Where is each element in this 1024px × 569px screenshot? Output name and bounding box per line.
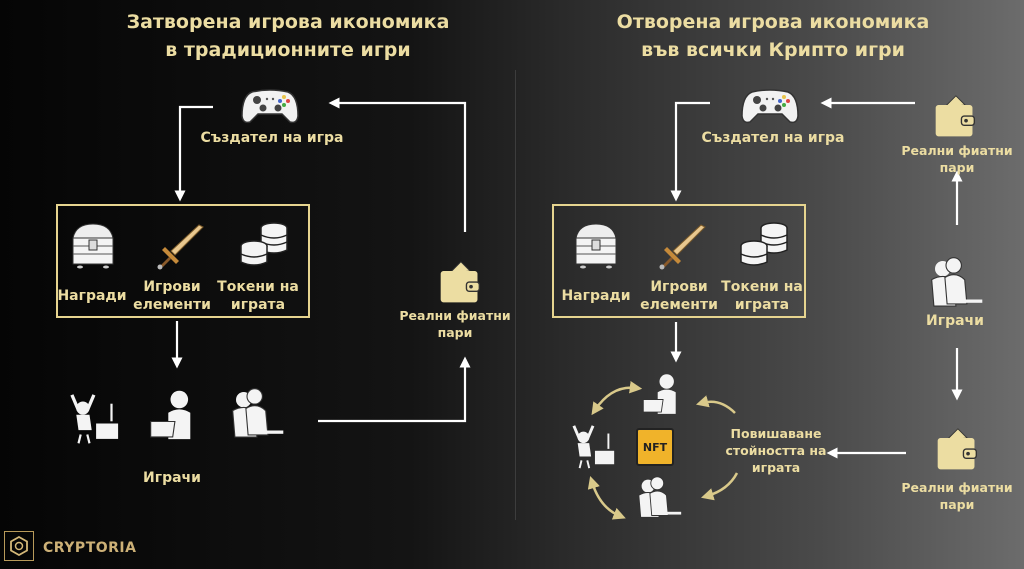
cycle-arrow-top-left	[591, 381, 643, 416]
cryptoria-logo-icon	[4, 531, 34, 561]
cycle-arrow-value-top	[695, 395, 736, 414]
game-controller-icon	[240, 86, 300, 126]
label-line: стойността на	[725, 443, 827, 458]
label-line: Реални фиатни	[901, 480, 1013, 495]
left-item-rewards: Награди	[57, 288, 127, 304]
treasure-chest-icon	[571, 220, 621, 270]
right-title: Отворена игрова икономика във всички Кри…	[553, 8, 993, 64]
left-item-game-elements: Игрови елементи	[133, 278, 211, 314]
coins-icon	[240, 220, 290, 270]
cryptoria-logo-text: CRYPTORIA	[43, 540, 137, 556]
left-title-line2: в традиционните игри	[165, 39, 411, 61]
label-line: елементи	[640, 297, 718, 313]
label-line: Игрови	[650, 279, 708, 295]
cycle-arrow-value-bottom	[700, 472, 739, 501]
label-line: Реални фиатни	[399, 308, 511, 323]
sword-icon	[155, 221, 205, 271]
left-items-box	[56, 204, 310, 318]
value-increase-label: Повишаване стойността на играта	[726, 425, 827, 476]
right-title-line2: във всички Крипто игри	[641, 39, 905, 61]
label-line: Токени на	[217, 279, 299, 295]
wallet-icon	[437, 260, 483, 306]
label-line: играта	[734, 297, 790, 313]
left-title: Затворена игрова икономика в традиционни…	[68, 8, 508, 64]
player-laptop-icon	[149, 389, 204, 444]
right-item-rewards: Награди	[561, 288, 631, 304]
left-creator-label: Създател на игра	[200, 130, 344, 146]
label-line: пари	[939, 497, 975, 512]
right-item-tokens: Токени на играта	[721, 278, 803, 314]
sword-icon	[657, 221, 707, 271]
label-line: пари	[437, 325, 473, 340]
wallet-icon	[932, 94, 978, 140]
wallet-icon	[934, 427, 980, 473]
right-players-label: Играчи	[926, 313, 984, 329]
label-line: Игрови	[143, 279, 201, 295]
right-fiat-top-label: Реални фиатни пари	[901, 142, 1012, 176]
nft-marketplace-icon: NFT	[636, 428, 674, 466]
stressed-player-icon	[569, 422, 619, 470]
player-group-icon	[636, 475, 684, 521]
cycle-arrow-bottom-left	[587, 476, 626, 520]
label-line: Повишаване	[730, 426, 822, 441]
right-title-line1: Отворена игрова икономика	[616, 11, 930, 33]
left-title-line1: Затворена игрова икономика	[126, 11, 450, 33]
label-line: играта	[751, 460, 801, 475]
arrow-players-to-fiat-left	[318, 356, 471, 423]
arrow-creator-to-items-left	[174, 105, 213, 202]
player-group-icon	[927, 256, 987, 311]
right-item-game-elements: Игрови елементи	[640, 278, 718, 314]
left-players-label: Играчи	[143, 470, 201, 486]
arrow-creator-to-items-right	[670, 101, 710, 202]
right-fiat-bottom-label: Реални фиатни пари	[901, 479, 1012, 513]
treasure-chest-icon	[68, 220, 118, 270]
coins-icon	[740, 220, 790, 270]
nft-label: NFT	[642, 440, 668, 454]
left-fiat-label: Реални фиатни пари	[399, 307, 510, 341]
section-divider	[515, 70, 516, 520]
right-items-box	[552, 204, 806, 318]
arrow-fiat-to-creator-left	[328, 97, 467, 232]
label-line: играта	[230, 297, 286, 313]
label-line: Реални фиатни	[901, 143, 1013, 158]
label-line: пари	[939, 160, 975, 175]
right-creator-label: Създател на игра	[701, 130, 845, 146]
player-group-icon	[228, 387, 288, 442]
player-laptop-icon	[642, 373, 687, 418]
label-line: елементи	[133, 297, 211, 313]
label-line: Токени на	[721, 279, 803, 295]
game-controller-icon	[740, 86, 800, 126]
left-item-tokens: Токени на играта	[217, 278, 299, 314]
stressed-player-icon	[65, 391, 125, 446]
